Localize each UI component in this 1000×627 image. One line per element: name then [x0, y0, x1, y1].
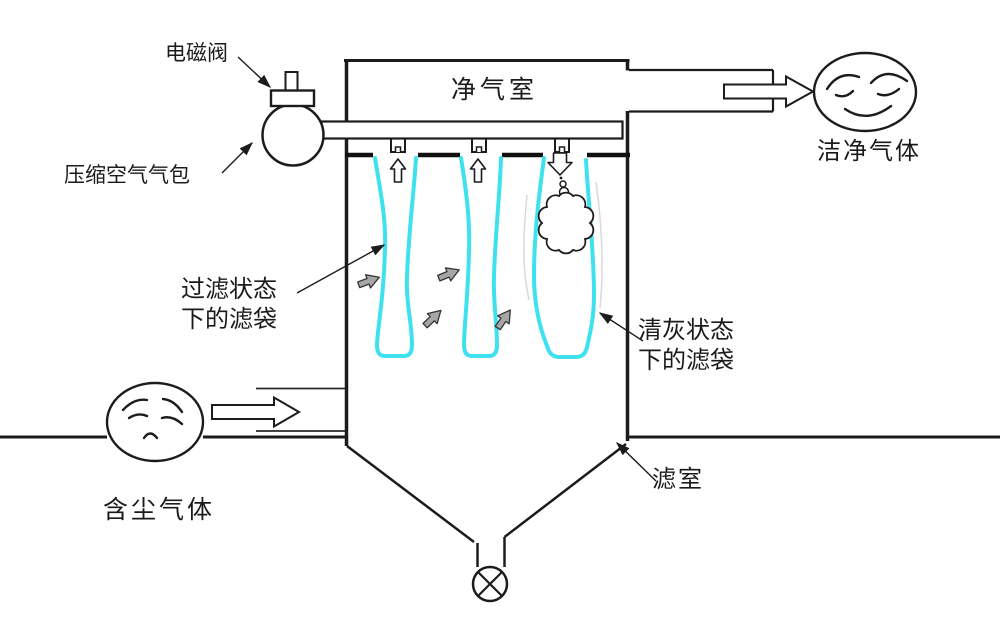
dust-cloud-icon — [537, 191, 595, 255]
flow-arrow-icon — [356, 274, 380, 289]
label-dusty-gas: 含尘气体 — [103, 495, 216, 524]
label-filtering-bag: 过滤状态 下的滤袋 — [181, 274, 277, 334]
arrow-to-filter-chamber — [615, 442, 657, 482]
filter-bag-3-cleaning — [532, 156, 596, 359]
up-arrow-icon — [389, 158, 407, 183]
label-pointer-arrows — [221, 56, 657, 482]
inlet-duct — [256, 387, 345, 432]
airflow-arrows — [356, 267, 511, 331]
label-cleaning-bag: 清灰状态 下的滤袋 — [638, 315, 734, 375]
rotary-valve-icon — [471, 565, 509, 603]
label-filter-chamber: 滤室 — [652, 465, 704, 493]
outlet-duct — [629, 68, 775, 113]
up-flow-arrows — [389, 158, 487, 183]
flow-arrow-icon — [494, 309, 511, 331]
arrow-to-air-tank — [221, 142, 253, 174]
arrow-to-solenoid-valve — [237, 56, 272, 88]
pulse-down-arrow-icon — [547, 152, 573, 176]
solenoid-valve-icon — [269, 71, 316, 108]
label-compressed-air-tank: 压缩空气气包 — [64, 163, 190, 187]
bag-ghost-outline — [523, 181, 603, 309]
flow-arrow-icon — [437, 267, 460, 282]
arrow-to-cleaning-bag — [598, 312, 644, 342]
filter-bag-1-filtering — [373, 156, 418, 358]
label-solenoid-valve: 电磁阀 — [165, 41, 228, 65]
compressed-air-tank-icon — [261, 103, 325, 167]
up-arrow-icon — [469, 158, 487, 183]
blowpipe — [320, 120, 624, 140]
label-clean-air-chamber: 净气室 — [451, 75, 539, 104]
filter-bag-2-filtering — [459, 156, 503, 358]
label-cleaning-bag-line2: 下的滤袋 — [638, 346, 734, 374]
label-cleaning-bag-line1: 清灰状态 — [638, 316, 734, 344]
hopper — [346, 443, 627, 567]
label-clean-gas: 洁净气体 — [817, 137, 921, 165]
happy-face-icon — [812, 51, 918, 133]
label-filtering-bag-line2: 下的滤袋 — [181, 305, 277, 333]
sad-face-icon — [105, 381, 205, 463]
label-filtering-bag-line1: 过滤状态 — [181, 275, 277, 303]
inlet-flow-arrow — [211, 395, 301, 429]
outlet-flow-arrow — [723, 74, 816, 109]
flow-arrow-icon — [422, 309, 442, 329]
arrow-to-filtering-bag — [296, 244, 386, 294]
pulse-nozzles — [390, 138, 570, 153]
